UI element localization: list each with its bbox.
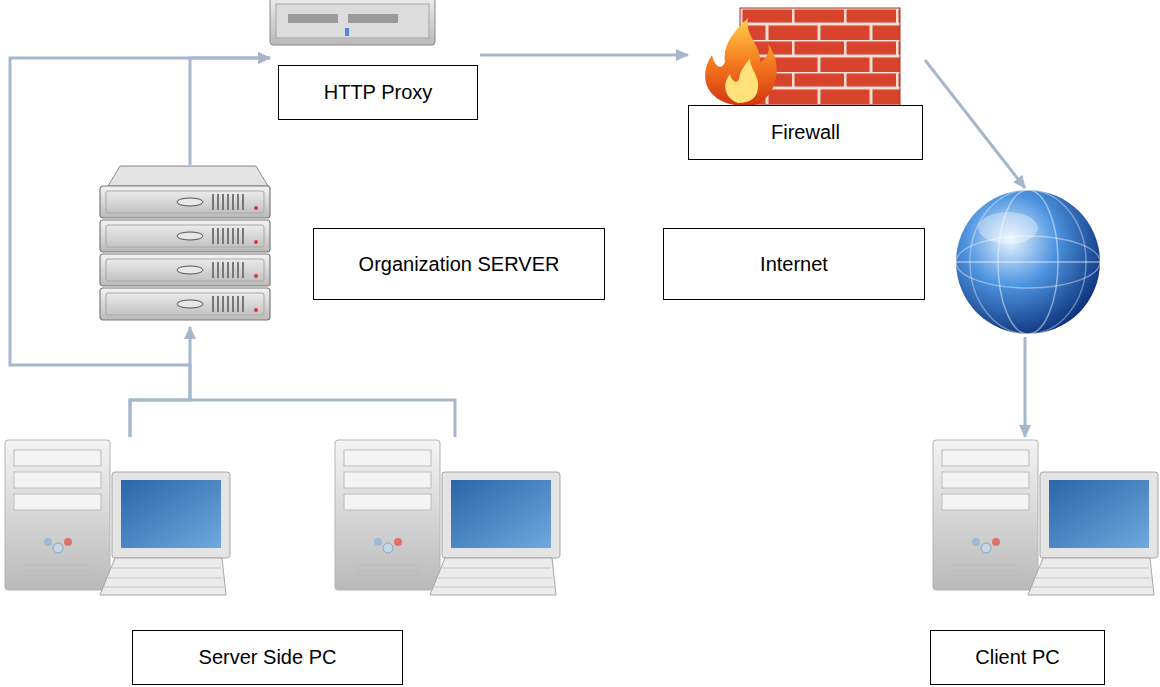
label-box: Organization SERVER (313, 228, 605, 300)
connector-arrow (130, 327, 190, 437)
internet-node: Internet (663, 188, 1122, 337)
node-label: Server Side PC (199, 646, 337, 669)
globe-icon (956, 190, 1100, 334)
node-label: HTTP Proxy (324, 81, 433, 104)
connector-arrow (925, 60, 1025, 188)
client-pc-node: Client PC (928, 437, 1158, 686)
server-icon (100, 166, 270, 320)
node-label: Firewall (771, 121, 840, 144)
node-label: Organization SERVER (359, 253, 560, 276)
label-box: Firewall (688, 105, 923, 160)
label-box: Internet (663, 228, 925, 300)
bus-branch (190, 400, 455, 437)
label-box: HTTP Proxy (278, 65, 478, 120)
firewall-icon (705, 8, 900, 105)
server-side-pc-icon (5, 440, 560, 595)
connector-arrow (480, 54, 688, 57)
connector-arrow (190, 58, 270, 165)
node-label: Internet (760, 253, 828, 276)
node-label: Client PC (975, 646, 1059, 669)
firewall-node: Firewall (688, 5, 925, 162)
server-pc-node: Server Side PC (0, 437, 580, 686)
proxy-node: HTTP Proxy (270, 0, 480, 122)
label-box: Client PC (930, 630, 1105, 685)
label-box: Server Side PC (132, 630, 403, 685)
proxy-icon (270, 0, 435, 45)
connector-arrow (10, 58, 270, 437)
server-node: Organization SERVER (95, 165, 607, 327)
connector-arrow (1024, 337, 1027, 437)
client-pc-icon (933, 440, 1158, 595)
